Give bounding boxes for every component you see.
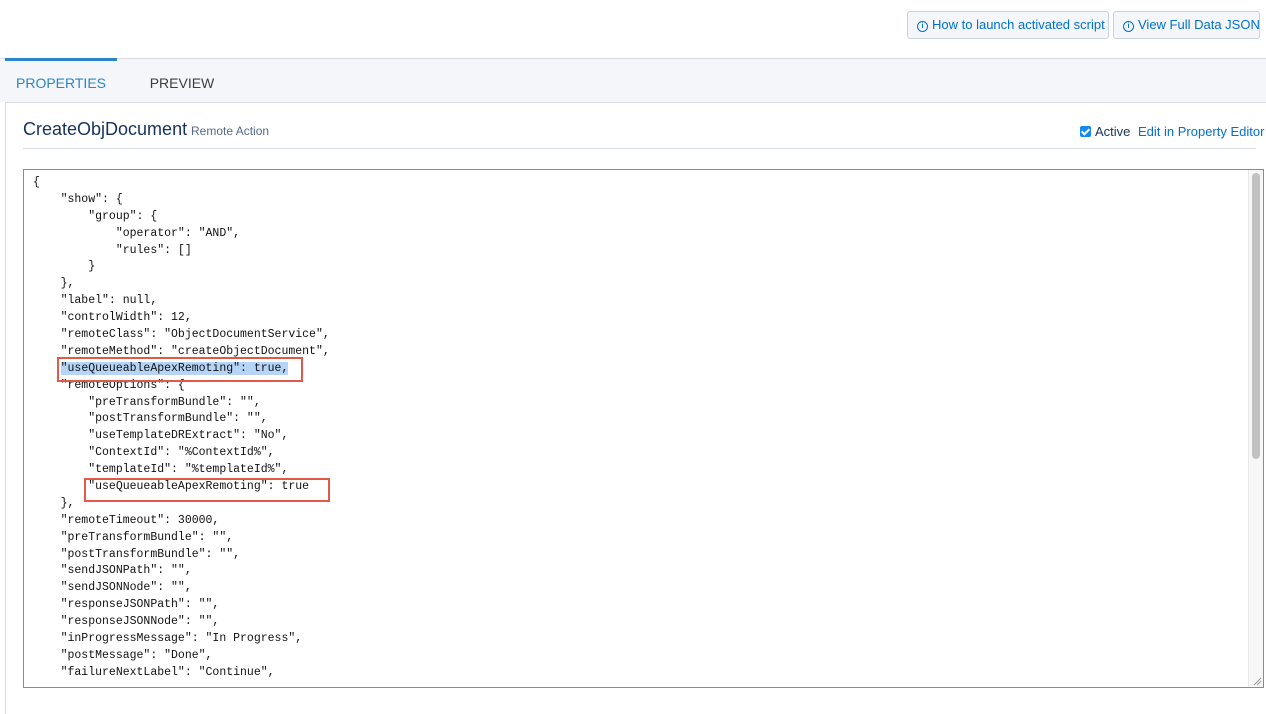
code-line: "postTransformBundle": "", bbox=[33, 547, 241, 561]
how-to-launch-label: How to launch activated script bbox=[932, 17, 1105, 32]
code-line: "responseJSONPath": "", bbox=[33, 598, 220, 612]
code-line: "operator": "AND", bbox=[33, 226, 241, 240]
info-icon: i bbox=[1123, 21, 1134, 32]
tab-bar: PROPERTIES PREVIEW bbox=[0, 58, 1266, 102]
how-to-launch-button[interactable]: i How to launch activated script bbox=[907, 11, 1109, 39]
code-line: "useTemplateDRExtract": "No", bbox=[33, 429, 289, 443]
resize-grip-icon[interactable] bbox=[1252, 676, 1262, 686]
code-line: "remoteMethod": "createObjectDocument", bbox=[33, 344, 330, 358]
edit-in-property-editor-link[interactable]: Edit in Property Editor bbox=[1138, 124, 1265, 139]
top-toolbar: i How to launch activated script i View Fu… bbox=[0, 0, 1266, 58]
active-checkbox[interactable] bbox=[1080, 126, 1091, 137]
code-line: "postMessage": "Done", bbox=[33, 648, 213, 662]
code-line: "ContextId": "%ContextId%", bbox=[33, 446, 275, 460]
active-toggle[interactable]: Active bbox=[1080, 124, 1130, 139]
view-full-json-button[interactable]: i View Full Data JSON bbox=[1113, 11, 1260, 39]
code-line: "controlWidth": 12, bbox=[33, 311, 192, 325]
code-line: "preTransformBundle": "", bbox=[33, 395, 261, 409]
selected-text: "useQueueableApexRemoting": true, bbox=[60, 361, 289, 375]
code-line: "inProgressMessage": "In Progress", bbox=[33, 632, 303, 646]
properties-panel: CreateObjDocument Remote Action Active E… bbox=[5, 102, 1266, 714]
code-line: "preTransformBundle": "", bbox=[33, 530, 234, 544]
scrollbar-thumb[interactable] bbox=[1252, 173, 1260, 459]
code-line: "label": null, bbox=[33, 294, 158, 308]
code-line: "sendJSONNode": "", bbox=[33, 581, 192, 595]
code-line: "templateId": "%templateId%", bbox=[33, 463, 289, 477]
info-icon: i bbox=[917, 21, 928, 32]
code-line: "remoteOptions": { bbox=[33, 378, 185, 392]
element-type: Remote Action bbox=[191, 124, 270, 138]
json-code-area[interactable]: { "show": { "group": { "operator": "AND"… bbox=[24, 170, 1248, 687]
active-label: Active bbox=[1095, 124, 1131, 139]
code-line: "useQueueableApexRemoting": true bbox=[33, 480, 310, 494]
code-line: "postTransformBundle": "", bbox=[33, 412, 268, 426]
json-editor[interactable]: { "show": { "group": { "operator": "AND"… bbox=[23, 169, 1264, 688]
view-full-json-label: View Full Data JSON bbox=[1138, 17, 1260, 32]
tab-properties[interactable]: PROPERTIES bbox=[5, 58, 117, 102]
code-line: }, bbox=[33, 277, 75, 291]
code-line: "useQueueableApexRemoting": true, bbox=[33, 361, 1248, 378]
code-line: "sendJSONPath": "", bbox=[33, 564, 192, 578]
code-line: }, bbox=[33, 496, 75, 510]
code-line: "remoteTimeout": 30000, bbox=[33, 513, 220, 527]
code-line: "rules": [] bbox=[33, 243, 192, 257]
element-header: CreateObjDocument Remote Action Active E… bbox=[23, 103, 1264, 149]
code-line: "responseJSONNode": "", bbox=[33, 615, 220, 629]
editor-scrollbar[interactable] bbox=[1248, 170, 1263, 687]
code-line: { bbox=[33, 176, 40, 189]
code-line: "show": { bbox=[33, 192, 123, 206]
code-line: } bbox=[33, 260, 96, 274]
code-line: "group": { bbox=[33, 209, 158, 223]
tab-preview[interactable]: PREVIEW bbox=[149, 75, 215, 91]
element-title: CreateObjDocument bbox=[23, 119, 188, 139]
code-line: "remoteClass": "ObjectDocumentService", bbox=[33, 328, 330, 342]
code-line: "failureNextLabel": "Continue", bbox=[33, 665, 275, 679]
